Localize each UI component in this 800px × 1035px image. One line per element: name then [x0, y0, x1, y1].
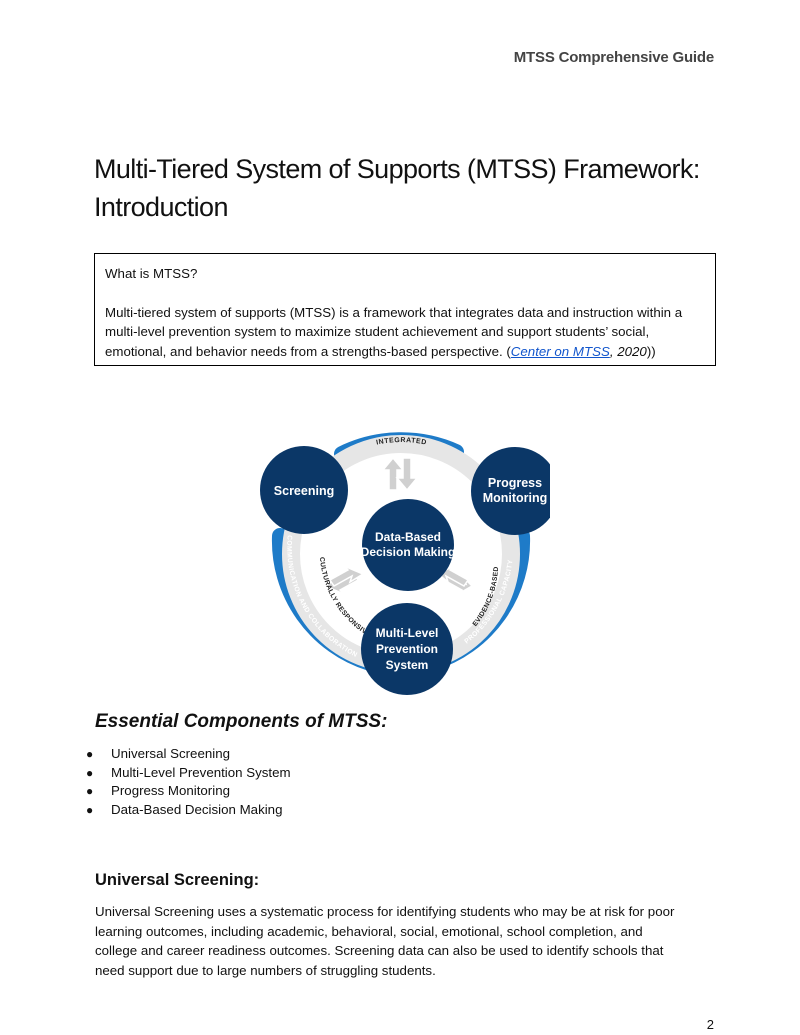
- outer-ring-top-label: LEADERSHIP AND POLICY: [345, 408, 457, 423]
- list-item: ● Data-Based Decision Making: [86, 801, 291, 820]
- callout-question: What is MTSS?: [105, 266, 198, 281]
- list-item: ● Multi-Level Prevention System: [86, 764, 291, 783]
- bullet-icon: ●: [86, 747, 94, 761]
- list-item: ● Progress Monitoring: [86, 782, 291, 801]
- progress-monitoring-label-line-2: Monitoring: [483, 491, 548, 505]
- multi-level-label-line-3: System: [386, 658, 429, 672]
- page-number: 2: [706, 1017, 714, 1032]
- list-item: ● Universal Screening: [86, 745, 291, 764]
- callout-close: )): [646, 343, 656, 359]
- multi-level-label-line-2: Prevention: [376, 642, 438, 656]
- universal-screening-paragraph: Universal Screening uses a systematic pr…: [95, 904, 675, 978]
- inner-ring-top-label: INTEGRATED: [376, 437, 428, 447]
- universal-screening-heading: Universal Screening:: [95, 871, 260, 889]
- essential-components-list: ● Universal Screening ● Multi-Level Preven…: [86, 745, 291, 819]
- essential-components-heading: Essential Components of MTSS:: [95, 711, 388, 732]
- bullet-icon: ●: [86, 765, 94, 780]
- screening-label: Screening: [274, 484, 334, 498]
- callout-body-text: Multi-tiered system of supports (MTSS) i…: [105, 304, 683, 359]
- arrow-top-up: [381, 456, 405, 491]
- list-item-text: Universal Screening: [111, 746, 230, 761]
- list-item-text: Progress Monitoring: [111, 783, 230, 799]
- citation-year: , 2020: [609, 343, 647, 359]
- multi-level-prevention-system-node: Multi-Level Prevention System: [361, 603, 453, 695]
- decision-making-label-line-2: Decision Making: [361, 545, 456, 559]
- what-is-mtss-callout: What is MTSS? Multi-tiered system of sup…: [94, 253, 716, 366]
- page-title-line-2: Introduction: [94, 192, 229, 222]
- running-header: MTSS Comprehensive Guide: [513, 49, 714, 66]
- multi-level-label-line-1: Multi-Level: [376, 626, 439, 640]
- bullet-icon: ●: [86, 802, 94, 817]
- list-item-text: Data-Based Decision Making: [111, 801, 283, 817]
- arrow-left-in: [328, 565, 365, 587]
- data-based-decision-making-node: Data-Based Decision Making: [361, 499, 456, 591]
- bullet-icon: ●: [86, 784, 94, 799]
- page-title-line-1: Multi-Tiered System of Supports (MTSS) F…: [94, 154, 700, 184]
- progress-monitoring-node: Progress Monitoring: [471, 447, 550, 535]
- callout-body: Multi-tiered system of supports (MTSS) i…: [105, 303, 705, 362]
- screening-node: Screening: [260, 446, 348, 534]
- page-title: Multi-Tiered System of Supports (MTSS) F…: [94, 150, 714, 226]
- progress-monitoring-label-line-1: Progress: [488, 476, 542, 490]
- list-item-text: Multi-Level Prevention System: [111, 764, 291, 780]
- center-on-mtss-link[interactable]: Center on MTSS: [510, 343, 610, 359]
- mtss-framework-diagram: LEADERSHIP AND POLICY COMMUNICATION AND …: [260, 408, 550, 695]
- decision-making-label-line-1: Data-Based: [375, 530, 441, 544]
- arrow-top-down: [395, 457, 419, 492]
